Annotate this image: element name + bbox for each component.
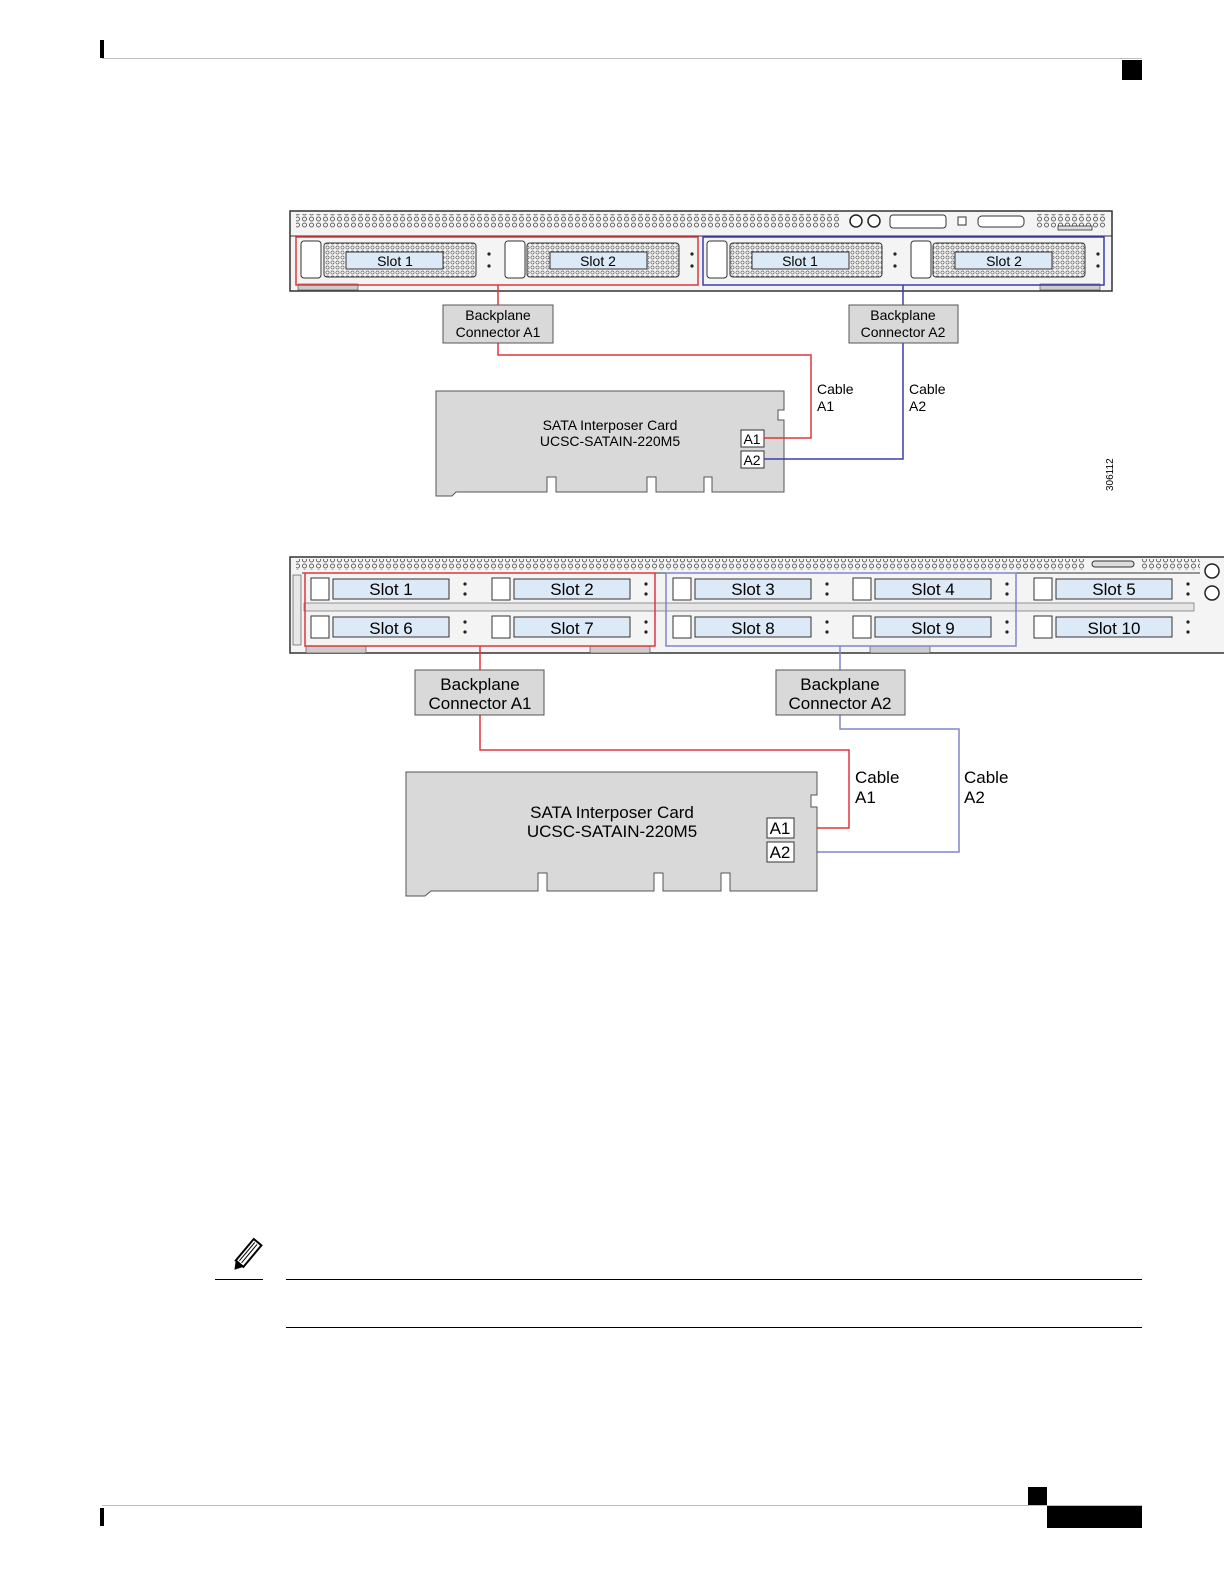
drive-bay-4 [910,240,1100,279]
port-a1-label: A1 [743,431,760,447]
power-button-icon [1204,563,1220,579]
port-a1-label: A1 [770,819,791,838]
id-button-icon [867,214,881,228]
drive-bay-2 [504,240,694,279]
power-button-icon [849,214,863,228]
port-a2-label: A2 [770,843,791,862]
slot-label: Slot 9 [911,619,954,638]
status-leds-icon [889,214,947,229]
drive-bay-slot-8 [672,615,829,639]
cable-a1-line [479,715,850,829]
connector-a2-line2: Connector A2 [861,324,946,340]
drive-bay-slot-6 [310,615,467,639]
drive-bay-slot-5 [1033,577,1190,601]
slot-label: Slot 8 [731,619,774,638]
drive-bay-slot-7 [491,615,648,639]
note-rule-top [286,1279,1142,1280]
connector-a1-line1: Backplane [465,307,531,323]
group-a2-outline [665,572,1017,647]
drive-bay-3 [706,240,897,279]
header-tick [100,40,104,58]
cable-a1-line [497,343,812,439]
card-model: UCSC-SATAIN-220M5 [527,822,697,841]
slot-label: Slot 2 [580,253,616,269]
slot-label: Slot 1 [377,253,413,269]
backplane-connector-a2 [848,304,959,344]
drive-bay-slot-10 [1033,615,1190,639]
slot-label: Slot 2 [550,580,593,599]
footer-rule [102,1505,1142,1506]
figure-id: 306112 [1105,458,1116,491]
cable-a2-line [786,343,904,460]
drive-bay-slot-1 [310,577,467,601]
port-a1 [766,817,795,839]
drive-bay-slot-3 [672,577,829,601]
cable-a1-label-2: A1 [817,398,834,414]
backplane-connector-a2 [775,669,906,716]
slot-label: Slot 1 [369,580,412,599]
header-marker [1122,60,1142,80]
card-title: SATA Interposer Card [543,417,678,433]
footer-tick [100,1508,104,1526]
drive-bay-1 [300,240,491,279]
kvm-port-icon [977,215,1025,228]
sata-interposer-card [405,771,818,897]
cable-a2-label: Cable [964,768,1008,787]
group-a1-outline [295,236,699,286]
connector-a2-line2: Connector A2 [788,694,891,713]
slot-label: Slot 7 [550,619,593,638]
slot-label: Slot 1 [782,253,818,269]
connector-a1-line2: Connector A1 [428,694,531,713]
usb-port-icon [957,216,967,226]
slot-label: Slot 4 [911,580,954,599]
port-a2 [766,841,795,863]
cable-a2-label: Cable [909,381,946,397]
slot-label: Slot 2 [986,253,1022,269]
cable-a2-line [794,715,960,853]
slot-label: Slot 3 [731,580,774,599]
port-a2-label: A2 [743,452,760,468]
cable-a2-label-2: A2 [964,788,985,807]
figure-1-diagram: Slot 1 Slot 2 Slot 1 Slot 2 Backplane Co… [289,210,1116,497]
cable-a2-label-2: A2 [909,398,926,414]
cable-a1-label-2: A1 [855,788,876,807]
sata-interposer-card [435,390,785,497]
connector-a1-line1: Backplane [440,675,519,694]
footer-marker [1028,1487,1047,1506]
card-title: SATA Interposer Card [530,803,694,822]
backplane-connector-a1 [442,304,554,344]
note-rule-bottom [286,1327,1142,1328]
id-button-icon [1204,585,1220,601]
cable-a1-label: Cable [817,381,854,397]
slot-label: Slot 10 [1088,619,1141,638]
note-rule-short [215,1279,263,1280]
connector-a2-line1: Backplane [800,675,879,694]
drive-bay-slot-4 [852,577,1009,601]
cable-a1-label: Cable [855,768,899,787]
connector-a1-line2: Connector A1 [456,324,541,340]
card-model: UCSC-SATAIN-220M5 [540,433,681,449]
connector-a2-line1: Backplane [870,307,936,323]
pencil-note-icon [234,1237,263,1270]
header-rule [102,58,1142,59]
drive-bay-slot-2 [491,577,648,601]
drive-bay-slot-9 [852,615,1009,639]
slot-label: Slot 6 [369,619,412,638]
figure-2-diagram: Slot 1 Slot 2 Slot 3 Slot 4 Slot 5 Slot … [289,556,1224,897]
backplane-connector-a1 [414,669,545,716]
footer-page-tab [1047,1506,1142,1528]
slot-label: Slot 5 [1092,580,1135,599]
